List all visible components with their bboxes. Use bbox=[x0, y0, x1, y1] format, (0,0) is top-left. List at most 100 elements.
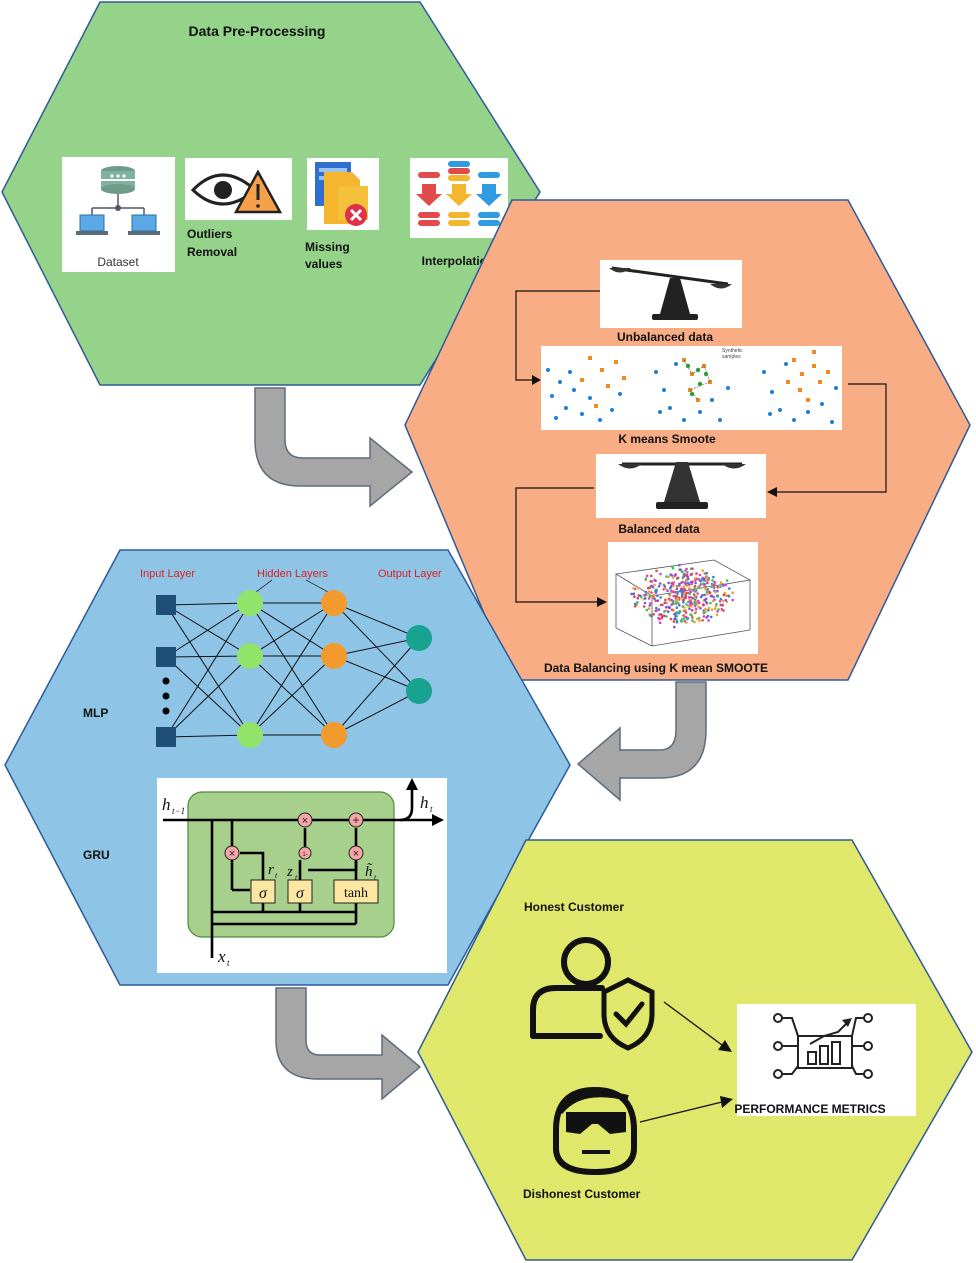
scatter-3d-point bbox=[658, 582, 662, 585]
gru-plus-symbol: + bbox=[352, 813, 359, 827]
scatter-3d-point bbox=[709, 615, 713, 619]
unbalanced-scale-icon bbox=[609, 266, 732, 320]
scatter-3d-point bbox=[694, 581, 697, 585]
dishonest-arrowhead bbox=[720, 1096, 733, 1108]
scatter-3d-point bbox=[711, 599, 715, 603]
scatter-3d-point bbox=[658, 617, 661, 621]
scatter-3d-point bbox=[652, 593, 656, 597]
scatter-3d-point bbox=[695, 572, 698, 575]
scatter-3d-point bbox=[701, 619, 704, 622]
scatter-3d-point bbox=[652, 613, 655, 616]
unbalanced-label: Unbalanced data bbox=[617, 330, 713, 344]
scatter-3d-point bbox=[685, 621, 688, 624]
database-transfer-icon bbox=[416, 161, 502, 226]
scatter-3d-point bbox=[694, 610, 698, 614]
scatter-3d-point bbox=[731, 591, 734, 594]
scatter-3d-point bbox=[722, 584, 725, 587]
scatter-3d-point bbox=[632, 587, 635, 590]
scatter-3d-point bbox=[681, 605, 684, 608]
scatter-3d-point bbox=[692, 593, 696, 596]
scatter-3d-point bbox=[670, 603, 673, 606]
scatter-3d-point bbox=[702, 586, 706, 589]
scatter-3d-point bbox=[699, 583, 703, 586]
scatter-3d-point bbox=[654, 599, 657, 602]
scatter-3d-point bbox=[643, 594, 646, 597]
scatter-3d-point bbox=[667, 610, 670, 613]
scatter-3d-point bbox=[667, 575, 670, 579]
scatter-3d-point bbox=[691, 616, 694, 619]
input-ellipsis-dot-1 bbox=[162, 677, 170, 685]
scatter-3d-point bbox=[674, 615, 677, 618]
outliers-label-line1: Outliers bbox=[187, 227, 233, 241]
scatter-3d-point bbox=[663, 614, 666, 618]
scatter-3d-point bbox=[633, 604, 637, 608]
dataset-label: Dataset bbox=[97, 255, 139, 269]
honest-customer-label: Honest Customer bbox=[524, 900, 624, 914]
scatter-3d-point bbox=[684, 596, 688, 600]
scatter-3d-point bbox=[686, 581, 690, 585]
scatter-3d-point bbox=[694, 603, 697, 606]
scatter-3d-point bbox=[633, 595, 636, 599]
scatter-3d-point bbox=[694, 607, 698, 611]
scatter-3d-point bbox=[721, 599, 725, 603]
hidden-label-pointer-1 bbox=[255, 579, 273, 593]
scatter-3d-point bbox=[725, 579, 729, 582]
gru-output-arrowhead-right bbox=[432, 814, 444, 826]
scatter-3d-point bbox=[632, 592, 636, 595]
kmeans-middle-panel: Synthetic samples bbox=[654, 348, 743, 422]
honest-arrowhead bbox=[718, 1040, 732, 1052]
scatter-3d-point bbox=[668, 594, 672, 597]
missing-label-line2: values bbox=[305, 257, 343, 271]
scatter-3d-point bbox=[682, 585, 685, 588]
scatter-3d-point bbox=[676, 585, 679, 589]
scatter-3d-point bbox=[703, 579, 706, 582]
outliers-card: Outliers Removal bbox=[185, 158, 292, 259]
scatter-3d-point bbox=[719, 581, 723, 584]
hidden2-node-3 bbox=[321, 722, 347, 748]
scatter-3d-point bbox=[693, 600, 696, 604]
scatter-3d-point bbox=[696, 592, 699, 595]
gru-output-arrowhead-up bbox=[406, 778, 418, 790]
gru-multiply-symbol-2: × bbox=[302, 815, 308, 827]
gru-h-prev: h bbox=[162, 795, 171, 814]
dataset-card: Dataset bbox=[62, 157, 175, 272]
scatter-3d-point bbox=[655, 609, 658, 612]
scatter-3d-point bbox=[713, 580, 716, 584]
scatter-3d-point bbox=[681, 590, 685, 594]
scatter-3d-point bbox=[714, 604, 718, 608]
scatter-3d-point bbox=[710, 585, 713, 588]
scatter-3d-point bbox=[669, 585, 672, 589]
scatter-3d-point bbox=[701, 582, 705, 585]
gru-h-out: h bbox=[420, 793, 429, 812]
interpolation-label: Interpolation bbox=[422, 254, 495, 268]
scatter-3d-point bbox=[705, 616, 708, 619]
outliers-label-line2: Removal bbox=[187, 245, 237, 259]
scatter-3d-point bbox=[671, 565, 674, 569]
database-network-icon bbox=[76, 166, 160, 235]
scatter-3d-point bbox=[649, 574, 653, 578]
scatter-3d-points bbox=[630, 563, 734, 629]
hidden2-node-2 bbox=[321, 643, 347, 669]
scatter-3d-point bbox=[693, 596, 697, 600]
scatter-3d-point bbox=[705, 590, 709, 594]
scatter-3d-point bbox=[682, 600, 685, 604]
scatter-3d-point bbox=[689, 596, 693, 599]
scatter-3d-point bbox=[657, 608, 661, 611]
scatter-3d-point bbox=[680, 618, 684, 621]
kmeans-smote-card: Synthetic samples bbox=[541, 346, 842, 430]
scatter-3d-point bbox=[672, 594, 675, 598]
scatter-3d-point bbox=[671, 582, 675, 586]
mlp-network bbox=[156, 590, 432, 748]
hidden1-node-3 bbox=[237, 722, 263, 748]
gru-tanh-text: tanh bbox=[344, 886, 368, 901]
scatter-3d-point bbox=[688, 587, 691, 590]
scatter-3d-point bbox=[698, 573, 702, 577]
scatter-3d-point bbox=[712, 586, 716, 589]
scatter-3d-point bbox=[684, 611, 688, 614]
scatter-3d-point bbox=[706, 592, 709, 596]
input-node-2 bbox=[156, 647, 176, 667]
scatter-3d-point bbox=[674, 598, 678, 602]
scatter-3d-point bbox=[687, 595, 691, 599]
interpolation-card: Interpolation bbox=[410, 158, 508, 268]
scatter-3d-point bbox=[697, 616, 701, 620]
